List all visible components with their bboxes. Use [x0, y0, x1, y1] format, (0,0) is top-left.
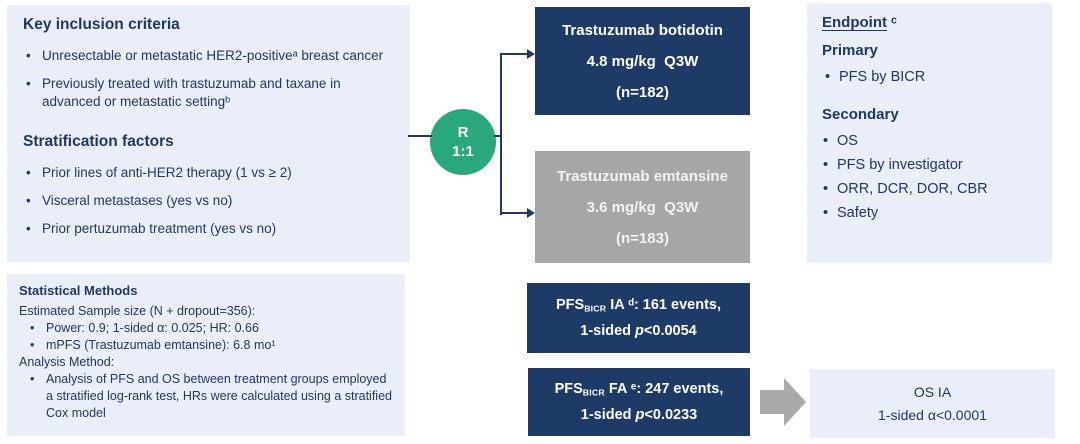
- pfs-fa-events: FA ᵉ: 247 events,: [604, 380, 724, 397]
- pfs-label: PFS: [554, 380, 583, 397]
- pfs-fa-line2: 1-sided p<0.0233: [581, 407, 697, 423]
- connector-top-branch-line: [500, 53, 527, 55]
- p-symbol: p: [635, 323, 644, 340]
- pfs-fa-line1: PFSBICR FA ᵉ: 247 events,: [555, 381, 724, 397]
- pfs-fa-sided: 1-sided: [580, 407, 636, 424]
- arm-name: Trastuzumab botidotin: [562, 21, 723, 39]
- analysis-method-bullet: Analysis of PFS and OS between treatment…: [19, 371, 393, 422]
- arm-trastuzumab-emtansine-box: Trastuzumab emtansine 3.6 mg/kg Q3W (n=1…: [535, 151, 750, 263]
- pfs-final-analysis-box: PFSBICR FA ᵉ: 247 events, 1-sided p<0.02…: [528, 368, 750, 436]
- bicr-subscript: BICR: [582, 387, 605, 398]
- pfs-interim-analysis-box: PFSBICR IA ᵈ: 161 events, 1-sided p<0.00…: [527, 283, 750, 353]
- primary-endpoints-list: PFS by BICR: [822, 69, 1037, 85]
- arrowhead-top-icon: [527, 49, 535, 59]
- secondary-endpoint-bullet: Safety: [822, 205, 1037, 221]
- arm-dose: 3.6 mg/kg Q3W: [586, 198, 699, 216]
- secondary-endpoint-bullet: PFS by investigator: [822, 157, 1037, 173]
- stratification-title: Stratification factors: [23, 132, 174, 150]
- arm-dose: 4.8 mg/kg Q3W: [586, 52, 699, 70]
- connector-circle-right-line: [494, 135, 502, 137]
- pfs-ia-sided: 1-sided: [580, 323, 636, 340]
- connector-vertical-line: [500, 53, 502, 215]
- os-interim-analysis-box: OS IA 1-sided α<0.0001: [810, 369, 1055, 438]
- primary-endpoints-title: Primary: [822, 42, 878, 59]
- endpoint-footnote-marker: ᶜ: [886, 14, 897, 31]
- sample-size-list: Power: 0.9; 1-sided α: 0.025; HR: 0.66 m…: [19, 320, 393, 354]
- pfs-ia-pvalue: <0.0054: [643, 323, 697, 340]
- secondary-endpoint-bullet: OS: [822, 133, 1037, 149]
- stratification-list: Prior lines of anti-HER2 therapy (1 vs ≥…: [23, 164, 394, 238]
- secondary-endpoint-bullet: ORR, DCR, DOR, CBR: [822, 181, 1037, 197]
- endpoint-heading: Endpoint ᶜ: [822, 14, 1037, 31]
- arm-n: (n=182): [616, 83, 669, 101]
- arm-n: (n=183): [616, 229, 669, 247]
- inclusion-bullet: Unresectable or metastatic HER2-positive…: [23, 47, 394, 65]
- stratification-bullet: Prior lines of anti-HER2 therapy (1 vs ≥…: [23, 164, 394, 182]
- p-symbol: p: [635, 407, 645, 424]
- analysis-method-line: Analysis Method:: [19, 354, 115, 369]
- connector-left-line: [408, 135, 432, 137]
- pfs-ia-line1: PFSBICR IA ᵈ: 161 events,: [556, 297, 721, 313]
- analysis-method-list: Analysis of PFS and OS between treatment…: [19, 371, 393, 422]
- sample-size-line: Estimated Sample size (N + dropout=356):: [19, 303, 256, 318]
- key-inclusion-title: Key inclusion criteria: [23, 16, 180, 33]
- stratification-bullet: Visceral metastases (yes vs no): [23, 192, 394, 210]
- primary-endpoint-bullet: PFS by BICR: [822, 69, 1037, 85]
- statistical-methods-panel: Statistical Methods Estimated Sample siz…: [7, 274, 405, 436]
- inclusion-bullet: Previously treated with trastuzumab and …: [23, 75, 394, 110]
- os-ia-title: OS IA: [913, 384, 952, 400]
- endpoint-panel: Endpoint ᶜ Primary PFS by BICR Secondary…: [807, 3, 1052, 263]
- connector-bottom-branch-line: [500, 212, 527, 214]
- bicr-subscript: BICR: [584, 303, 607, 314]
- arm-name: Trastuzumab emtansine: [557, 167, 728, 185]
- randomization-badge: R 1:1: [430, 109, 496, 175]
- pfs-label: PFS: [556, 296, 585, 313]
- pfs-fa-pvalue: <0.0233: [644, 407, 698, 424]
- randomization-ratio: 1:1: [452, 143, 474, 160]
- pfs-ia-events: IA ᵈ: 161 events,: [606, 296, 721, 313]
- arrowhead-bottom-icon: [527, 208, 535, 218]
- randomization-letter: R: [457, 124, 469, 141]
- stratification-bullet: Prior pertuzumab treatment (yes vs no): [23, 220, 394, 238]
- sample-size-bullet: Power: 0.9; 1-sided α: 0.025; HR: 0.66: [19, 320, 393, 337]
- key-inclusion-list: Unresectable or metastatic HER2-positive…: [23, 47, 394, 110]
- key-inclusion-panel: Key inclusion criteria Unresectable or m…: [7, 5, 410, 262]
- secondary-endpoints-list: OS PFS by investigator ORR, DCR, DOR, CB…: [822, 133, 1037, 221]
- os-ia-alpha: 1-sided α<0.0001: [878, 407, 987, 423]
- statistical-methods-title: Statistical Methods: [19, 283, 138, 298]
- arm-trastuzumab-botidotin-box: Trastuzumab botidotin 4.8 mg/kg Q3W (n=1…: [535, 7, 750, 115]
- block-arrow-head-icon: [784, 378, 806, 426]
- secondary-endpoints-title: Secondary: [822, 106, 899, 123]
- block-arrow-icon: [760, 390, 784, 414]
- sample-size-bullet: mPFS (Trastuzumab emtansine): 6.8 mo¹: [19, 337, 393, 354]
- endpoint-heading-text: Endpoint: [822, 14, 887, 31]
- pfs-ia-line2: 1-sided p<0.0054: [580, 323, 696, 339]
